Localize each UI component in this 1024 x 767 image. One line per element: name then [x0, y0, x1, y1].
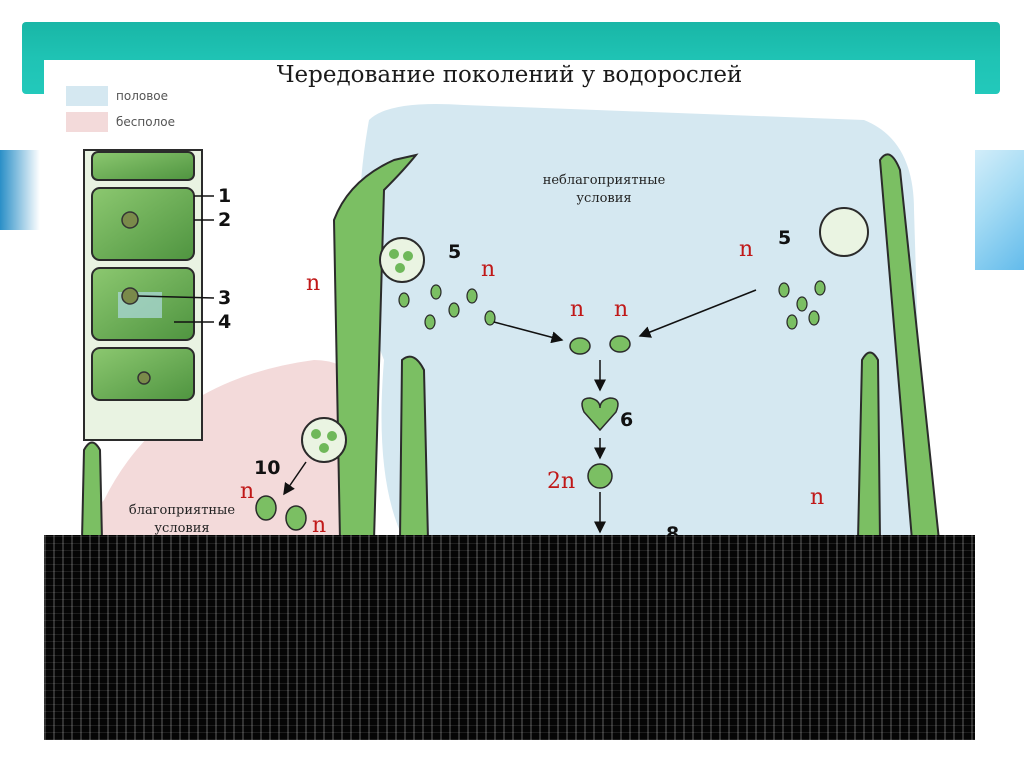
ploidy-n-right-low: n [810, 485, 824, 510]
cell-label-1: 1 [218, 185, 231, 207]
cell-label-4: 4 [218, 311, 231, 333]
label-favorable-line2: условия [154, 521, 209, 536]
right-filament-short [856, 351, 882, 541]
right-filament [878, 153, 941, 541]
legend-label-sexual: половое [116, 89, 168, 103]
ploidy-n-right: n [739, 237, 753, 262]
ploidy-n-favorable-2: n [312, 513, 326, 538]
stage-10: 10 [254, 457, 280, 479]
right-gametangium [819, 207, 869, 257]
sexual-phase-region [359, 104, 924, 540]
slide-content: Чередование поколений у водорослей полов… [44, 60, 975, 740]
legend-swatch-asexual [66, 112, 108, 132]
stage-5-right: 5 [778, 227, 791, 249]
middle-filament-left [398, 355, 430, 541]
zoospores-left [398, 284, 496, 330]
gamete-right [609, 335, 631, 353]
ploidy-n-left: n [306, 271, 320, 296]
legend-item-sexual: половое [66, 86, 168, 106]
alternation-diagram: 1 2 3 4 [80, 104, 941, 545]
ploidy-n-gamete-left: n [570, 297, 584, 322]
ploidy-n-favorable-1: n [240, 479, 254, 504]
spore-favorable-1 [255, 495, 277, 521]
corrupted-image-band [44, 535, 975, 740]
label-favorable-line1: благоприятные [129, 503, 236, 518]
far-left-filament [80, 441, 104, 541]
ploidy-2n: 2n [547, 469, 575, 494]
gamete-left [569, 337, 591, 355]
zygote-heart [581, 397, 619, 432]
left-filament [301, 153, 425, 541]
diploid-zygote [587, 463, 613, 489]
zoospores-right [778, 280, 826, 330]
legend-item-asexual: бесполое [66, 112, 175, 132]
stage-5-left: 5 [448, 241, 461, 263]
legend-swatch-sexual [66, 86, 108, 106]
cell-label-2: 2 [218, 209, 231, 231]
decorative-ribbon-left [0, 150, 40, 230]
ploidy-n-near-5: n [481, 257, 495, 282]
asexual-phase-region [84, 360, 374, 540]
arrow-asexual [283, 461, 307, 496]
legend-label-asexual: бесполое [116, 115, 175, 129]
spore-favorable-2 [285, 505, 307, 531]
label-unfavorable-line2: условия [576, 191, 631, 206]
cell-filament-closeup [83, 149, 215, 441]
arrow-left-to-fusion [493, 321, 564, 344]
slide-title: Чередование поколений у водорослей [276, 62, 743, 88]
ploidy-n-gamete-right: n [614, 297, 628, 322]
label-unfavorable-line1: неблагоприятные [543, 173, 666, 188]
cell-label-3: 3 [218, 287, 231, 309]
arrow-right-to-fusion [638, 289, 757, 338]
stage-6: 6 [620, 409, 633, 431]
